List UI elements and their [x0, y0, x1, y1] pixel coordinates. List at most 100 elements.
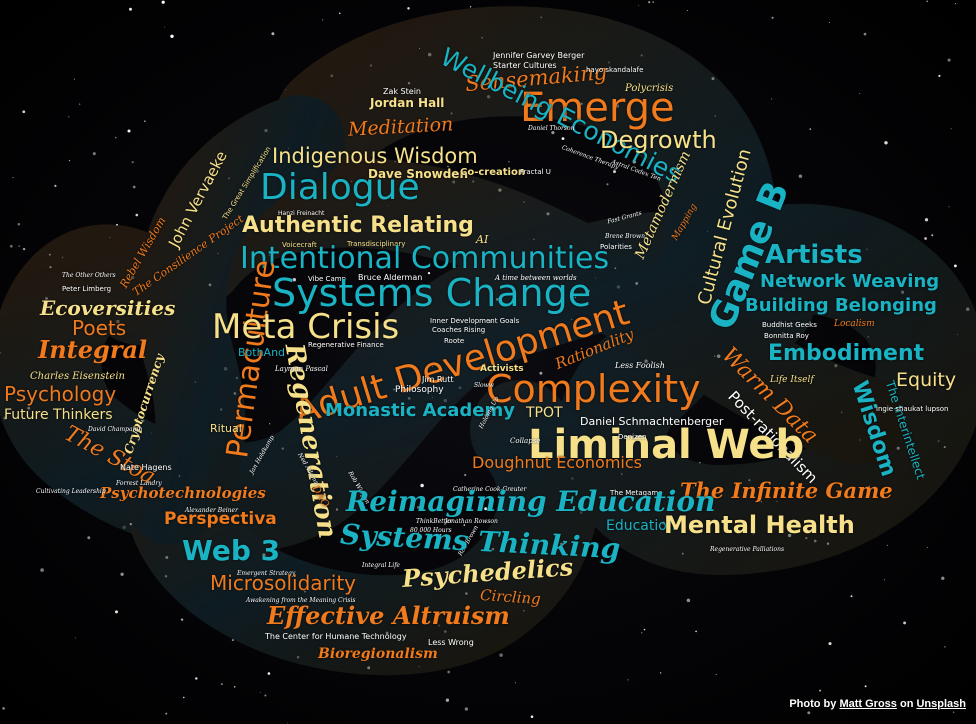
cloud-word: Dialogue	[260, 167, 420, 208]
cloud-word: Regenerative Finance	[308, 341, 384, 349]
author-link[interactable]: Matt Gross	[839, 698, 897, 710]
cloud-word: Charles Eisenstein	[30, 371, 125, 382]
star	[770, 98, 773, 100]
star	[484, 507, 488, 511]
cloud-word: Doughnut Economics	[472, 453, 642, 472]
cloud-word: Degrowth	[600, 126, 717, 154]
cloud-word: Ritual	[210, 422, 242, 435]
cloud-word: Web 3	[182, 534, 281, 567]
star	[131, 161, 134, 164]
star	[695, 630, 697, 633]
star	[819, 689, 822, 692]
star	[641, 632, 643, 634]
star	[164, 26, 166, 28]
star	[561, 137, 565, 140]
star	[659, 672, 662, 674]
cloud-word: Denizen	[618, 433, 647, 441]
cloud-word: Network Weaving	[760, 271, 940, 292]
star	[530, 715, 534, 718]
star	[339, 12, 341, 14]
star	[322, 19, 324, 21]
cloud-word: Co-creation	[460, 167, 525, 178]
cloud-word: Philosophy	[395, 385, 444, 395]
cloud-word: A time between worlds	[495, 274, 577, 282]
star	[924, 237, 927, 240]
cloud-word: Effective Altruism	[267, 601, 510, 630]
star	[464, 473, 467, 477]
star	[863, 32, 867, 36]
star	[652, 1, 654, 3]
cloud-word: Daniel Schmachtenberger	[580, 415, 724, 428]
star	[135, 213, 139, 217]
star	[73, 78, 76, 80]
cloud-word: Daniel Thorson	[528, 125, 575, 132]
cloud-word: Vibe Camp	[308, 275, 346, 283]
cloud-word: Zak Stein	[383, 87, 421, 96]
cloud-word: Life Itself	[770, 375, 814, 385]
cloud-word: Peter Limberg	[62, 285, 112, 293]
star	[319, 368, 321, 371]
star	[269, 423, 271, 425]
cloud-word: Indigenous Wisdom	[272, 144, 478, 168]
cloud-word: Voicecraft	[282, 241, 317, 249]
star	[22, 110, 26, 114]
star	[613, 170, 616, 174]
cloud-word: ingie shaukat lupson	[876, 405, 949, 413]
star	[40, 568, 44, 572]
star	[828, 22, 830, 24]
star	[793, 443, 797, 446]
cloud-word: Polarities	[600, 243, 632, 251]
star	[463, 524, 466, 526]
star	[170, 34, 174, 39]
star	[952, 711, 955, 713]
star	[464, 707, 469, 711]
star	[68, 159, 71, 162]
cloud-word: 80,000 Hours	[410, 527, 452, 534]
star	[638, 5, 640, 7]
star	[931, 234, 934, 237]
star	[132, 185, 136, 189]
credit-middle: on	[899, 698, 914, 710]
cloud-word: Artists	[765, 240, 863, 270]
star	[246, 342, 249, 344]
star	[606, 183, 609, 186]
unsplash-link[interactable]: Unsplash	[916, 698, 966, 710]
star	[161, 0, 165, 4]
cloud-word: Layman Pascal	[275, 365, 328, 373]
photo-credit: Photo by Matt Gross on Unsplash	[789, 698, 966, 710]
star	[271, 32, 275, 36]
cloud-word: Awakening from the Meaning Crisis	[246, 597, 356, 604]
star	[809, 128, 812, 130]
star	[884, 579, 886, 581]
cloud-word: Emergent Strategy	[237, 570, 296, 577]
cloud-word: ThinkBetter	[416, 518, 453, 525]
star	[127, 129, 131, 133]
star	[120, 572, 124, 576]
star	[129, 7, 132, 11]
cloud-word: Jim Rutt	[422, 375, 454, 384]
cloud-word: Meditation	[347, 113, 454, 141]
star	[417, 505, 420, 509]
cloud-word: Nate Hagens	[120, 463, 172, 472]
star	[469, 6, 472, 8]
cloud-word: Mental Health	[664, 511, 855, 539]
cloud-word: Jordan Hall	[370, 96, 445, 110]
star	[447, 165, 449, 168]
star	[74, 637, 76, 639]
cloud-word: Psychology	[4, 382, 117, 406]
star	[92, 152, 96, 156]
cloud-word: Starter Cultures	[493, 61, 557, 70]
star	[926, 546, 928, 548]
star	[627, 679, 629, 681]
cloud-word: Hanzi Freinacht	[278, 210, 325, 217]
cloud-word: Equity	[896, 369, 957, 391]
cloud-word: Buddhist Geeks	[762, 321, 817, 329]
cloud-word: Dave Snowden	[368, 167, 468, 181]
star	[2, 707, 5, 710]
cloud-word: Liminal Web	[528, 422, 805, 468]
star	[771, 16, 774, 19]
star	[264, 694, 267, 697]
cloud-word: Forrest Landry	[116, 480, 162, 487]
star	[231, 639, 234, 642]
